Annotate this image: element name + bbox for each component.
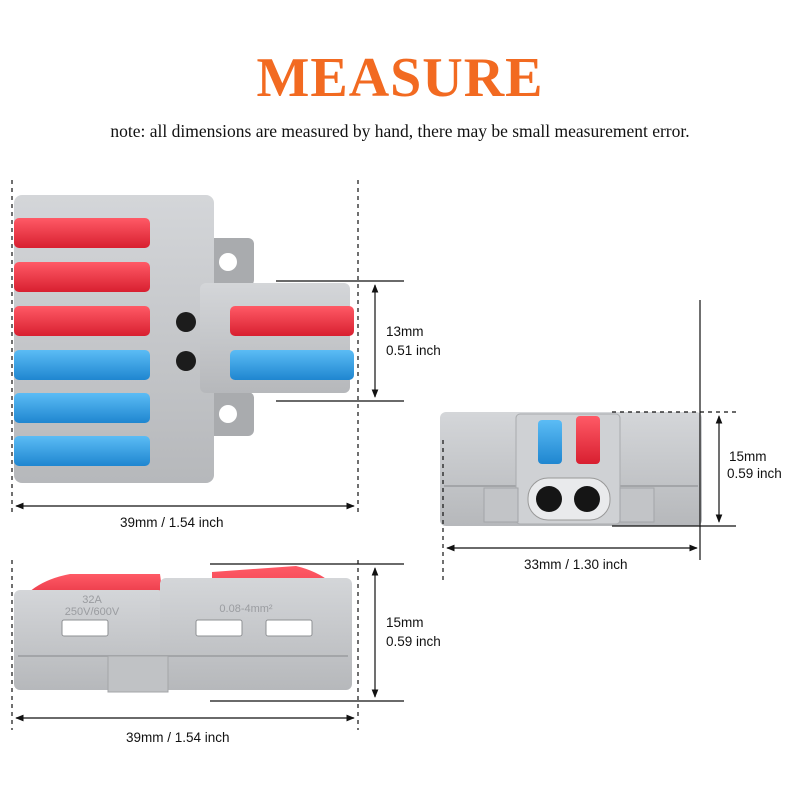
end-width-label: 33mm / 1.30 inch xyxy=(524,557,628,572)
lever-red-2 xyxy=(14,262,150,292)
lever-blue-2 xyxy=(14,393,150,423)
end-lever-red xyxy=(576,416,600,464)
lever-blue-3 xyxy=(14,436,150,466)
top-view-levers xyxy=(14,218,354,466)
end-lever-blue xyxy=(538,420,562,464)
lever-red-1 xyxy=(14,218,150,248)
end-view-dimensions xyxy=(442,300,736,580)
rating-voltage: 250V/600V xyxy=(65,606,120,618)
side-height-mm: 15mm xyxy=(386,615,424,630)
end-height-inch: 0.59 inch xyxy=(727,466,782,481)
top-width-label: 39mm / 1.54 inch xyxy=(120,515,224,530)
lever-blue-right xyxy=(230,350,354,380)
top-height-inch: 0.51 inch xyxy=(386,343,441,358)
side-view-connector xyxy=(14,566,352,693)
lever-red-3 xyxy=(14,306,150,336)
wire-range: 0.08-4mm² xyxy=(219,603,273,615)
page-title: MEASURE xyxy=(256,47,544,109)
end-view-connector xyxy=(440,412,702,526)
lever-blue-1 xyxy=(14,350,150,380)
end-height-mm: 15mm xyxy=(729,449,767,464)
top-height-mm: 13mm xyxy=(386,324,424,339)
side-height-inch: 0.59 inch xyxy=(386,634,441,649)
lever-red-right xyxy=(230,306,354,336)
side-width-label: 39mm / 1.54 inch xyxy=(126,730,230,745)
side-view-dimensions xyxy=(11,560,404,730)
rating-current: 32A xyxy=(82,594,102,606)
top-view-dimensions xyxy=(11,180,404,512)
measurement-note: note: all dimensions are measured by han… xyxy=(110,121,690,141)
